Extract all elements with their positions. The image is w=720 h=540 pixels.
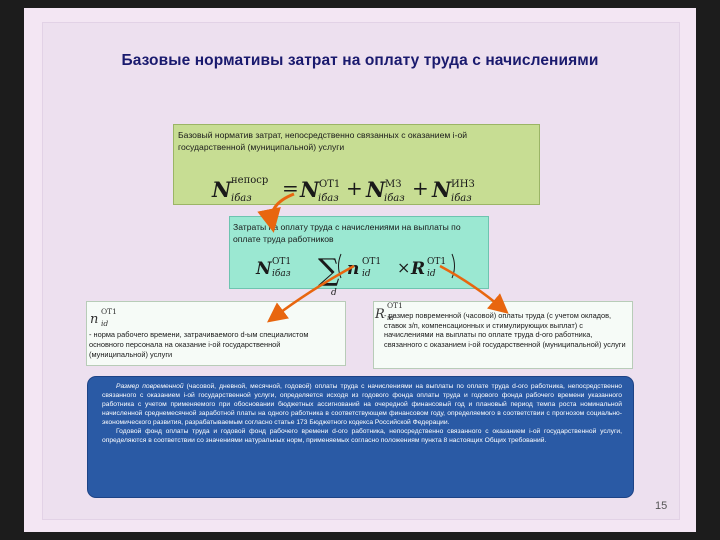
green-plus: + [346, 176, 363, 200]
green-t3-sup: ИНЗ [451, 179, 475, 190]
green-box-text: Базовый норматив затрат, непосредственно… [178, 130, 468, 152]
green-t2-sub: iбаз [384, 193, 405, 204]
cyan-n-sub: id [362, 269, 371, 279]
green-lhs-sub: iбаз [231, 193, 252, 204]
slide-title: Базовые нормативы затрат на оплату труда… [121, 52, 599, 69]
cyan-n-symbol: n [347, 259, 359, 279]
left-symbol: n [90, 312, 98, 327]
cyan-formula: N ОТ1 iбаз ∑ d n ОТ1 id × R ОТ1 id [255, 253, 455, 298]
right-box-text: - размер повременной (часовой) оплаты тр… [384, 311, 626, 349]
green-eq: = [282, 176, 299, 200]
right-symbol-sub: id [387, 313, 394, 322]
green-plus-2: + [412, 176, 429, 200]
blue-paragraph-1-rest: (часовой, дневной, месячной, годовой) оп… [102, 383, 622, 426]
left-box-text: - норма рабочего времени, затрачиваемого… [89, 330, 309, 359]
blue-paragraph-2: Годовой фонд оплаты труда и годовой фонд… [102, 428, 622, 444]
cyan-box-text: Затраты на оплату труда с начислениями н… [233, 222, 461, 244]
cyan-r-symbol: R [410, 259, 425, 279]
green-t1-sup: ОТ1 [319, 179, 340, 190]
green-box-base-norm: Базовый норматив затрат, непосредственно… [173, 124, 540, 205]
left-box-symbol: n ОТ1 id [90, 307, 117, 328]
arrow-green-to-cyan [257, 192, 295, 233]
left-symbol-sup: ОТ1 [101, 307, 117, 316]
blue-paragraph-1-em: Размер повременной [116, 383, 184, 390]
cyan-r-sub: id [427, 269, 436, 279]
cyan-sum-sub: d [331, 288, 337, 298]
right-symbol-sup: ОТ1 [387, 301, 403, 310]
cyan-n-sup: ОТ1 [362, 257, 381, 267]
cyan-right-paren [451, 253, 455, 279]
right-box-symbol: R ОТ1 id [374, 301, 403, 322]
cyan-sum-sign: ∑ [318, 253, 340, 288]
green-t2-sup: МЗ [385, 179, 401, 190]
left-symbol-sub: id [101, 319, 108, 328]
left-box-work-time-norm: - норма рабочего времени, затрачиваемого… [86, 301, 346, 366]
cyan-box-labor-costs: Затраты на оплату труда с начислениями н… [229, 216, 489, 289]
green-lhs-symbol: N [211, 177, 232, 202]
cyan-times: × [397, 258, 410, 277]
arrow-to-right-box [439, 264, 509, 314]
green-formula: N непоср iбаз = N ОТ1 iбаз + N МЗ iбаз +… [211, 175, 475, 204]
cyan-r-sup: ОТ1 [427, 257, 446, 267]
cyan-lhs-sup: ОТ1 [272, 257, 291, 267]
arrow-to-left-box [267, 264, 355, 323]
green-t2-symbol: N [365, 177, 386, 202]
green-lhs-sup: непоср [231, 175, 268, 186]
blue-paragraph-1: Размер повременной (часовой, дневной, ме… [102, 382, 622, 427]
green-t1-sub: iбаз [318, 193, 339, 204]
green-t3-sub: iбаз [451, 193, 472, 204]
cyan-lhs-sub: iбаз [272, 268, 291, 279]
blue-box-text: Размер повременной (часовой, дневной, ме… [102, 382, 622, 445]
cyan-lhs-symbol: N [255, 259, 273, 279]
cyan-left-paren [338, 253, 342, 279]
blue-box-description: Размер повременной (часовой, дневной, ме… [88, 377, 633, 497]
green-t1-symbol: N [299, 177, 320, 202]
page-number: 15 [655, 500, 668, 512]
right-symbol: R [374, 307, 385, 322]
green-t3-symbol: N [431, 177, 452, 202]
